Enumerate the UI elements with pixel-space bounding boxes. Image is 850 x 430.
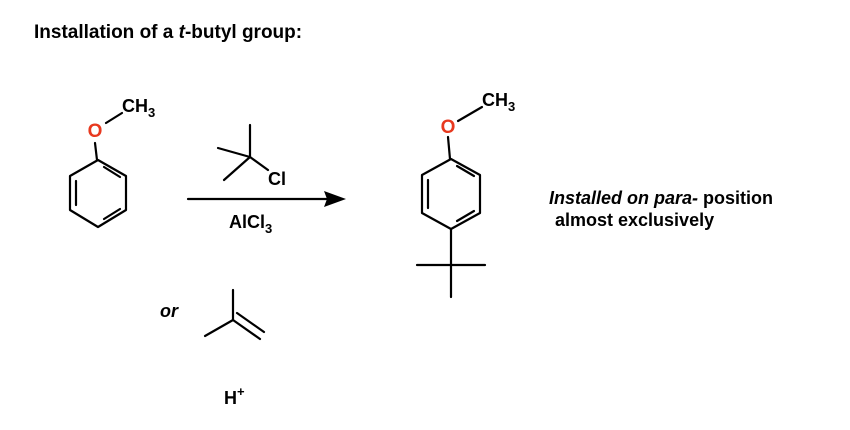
note-italic: Installed on para- [549, 188, 699, 208]
product-o-methyl-bond [456, 105, 484, 123]
tert-butyl-chloride [216, 123, 270, 182]
product-structure [415, 105, 487, 299]
acid-label: H+ [224, 384, 245, 408]
page-title: Installation of a t-butyl group: [34, 22, 302, 44]
isobutylene [203, 288, 266, 341]
reaction-arrow-head [324, 191, 346, 207]
product-oxygen-label: O [441, 117, 456, 138]
product-double-bond-3 [455, 209, 476, 223]
catalyst-alcl: AlCl [229, 212, 265, 232]
anisole-oxygen-label: O [88, 121, 103, 142]
product-methyl-c: CH [482, 90, 508, 110]
anisole-double-bond-2 [102, 165, 122, 179]
isobutylene-double-bond-b [235, 311, 266, 334]
product-double-bond-2 [455, 164, 476, 178]
anisole-structure [68, 111, 128, 229]
tbucl-methyl-bond-left [216, 146, 252, 159]
note-line-2: almost exclusively [555, 210, 715, 230]
anisole-methyl-label: CH3 [122, 96, 155, 120]
anisole-methyl-c: CH [122, 96, 148, 116]
isobutylene-methyl-left [203, 318, 235, 338]
isobutylene-double-bond-a [231, 318, 262, 341]
catalyst-label: AlCl3 [229, 212, 272, 236]
anisole-o-ring-bond [93, 141, 99, 162]
product-methyl-subscript: 3 [508, 99, 515, 114]
title-prefix: Installation of a [34, 22, 179, 43]
product-benzene-ring [420, 157, 482, 231]
anisole-methyl-subscript: 3 [148, 105, 155, 120]
tbucl-methyl-bond-down [222, 155, 252, 182]
note-line-1: Installed on para- position [549, 188, 773, 208]
or-label: or [160, 301, 179, 321]
product-o-ring-bond [446, 135, 452, 161]
anisole-double-bond-3 [102, 207, 122, 221]
title-italic-t: t [178, 22, 185, 43]
anisole-benzene-ring [68, 158, 128, 229]
acid-superscript: + [237, 384, 245, 399]
anisole-o-methyl-bond [104, 111, 124, 125]
chlorine-label: Cl [268, 169, 286, 189]
product-methyl-label: CH3 [482, 90, 515, 114]
tbucl-c-cl-bond [248, 155, 270, 172]
title-suffix: -butyl group: [184, 22, 303, 43]
note-rest: position [698, 188, 774, 208]
acid-h: H [224, 388, 237, 408]
catalyst-subscript: 3 [265, 221, 272, 236]
